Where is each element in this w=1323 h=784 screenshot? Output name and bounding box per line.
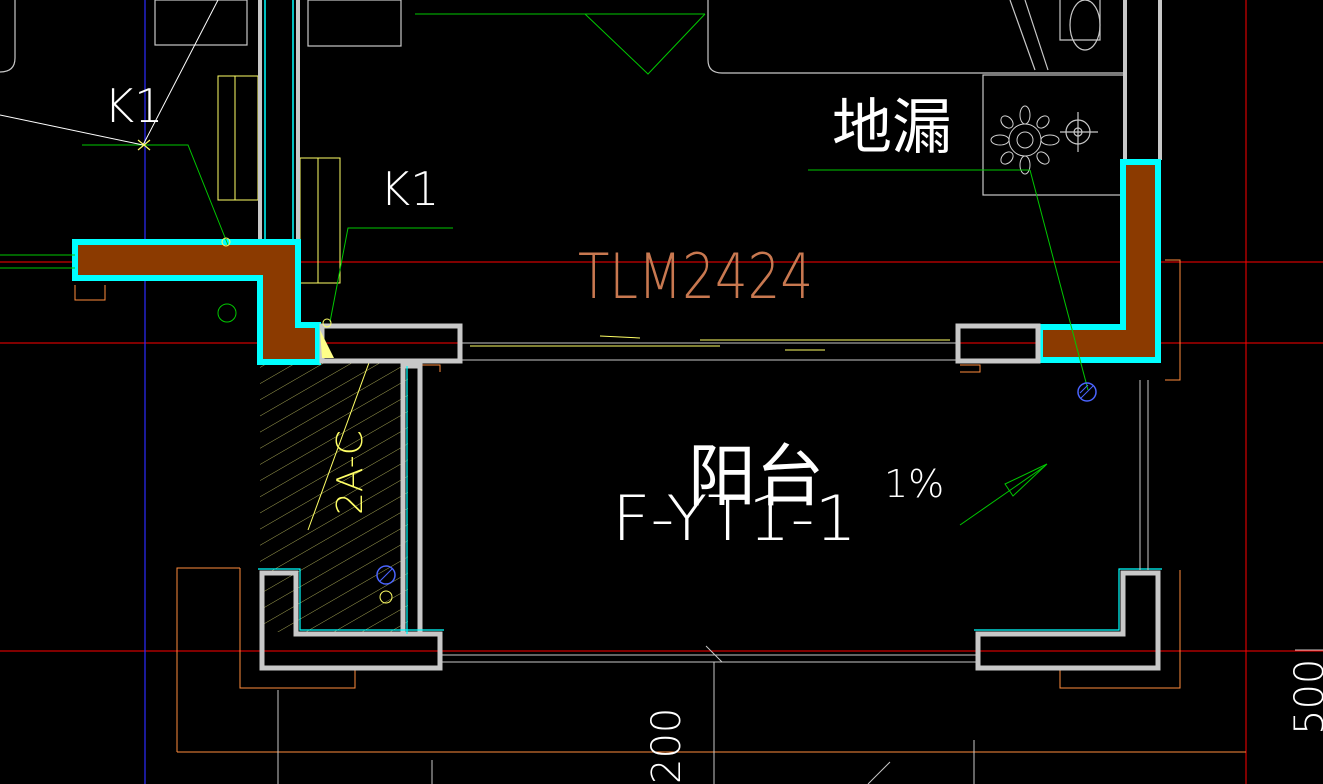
brown-wall-left [72, 239, 321, 365]
wall-lines-top-cyan [264, 0, 294, 240]
top-fixtures [0, 0, 1126, 196]
shaft-hatch [260, 362, 408, 632]
door-code-label: TLM2424 [578, 240, 813, 313]
sliding-door [442, 342, 1149, 663]
door-panels [470, 335, 950, 351]
slope-label: 1% [884, 462, 944, 506]
cross-marker-icon [137, 139, 151, 151]
dimension-label-bottom: 200 [644, 708, 690, 784]
slope-arrow-icon [1004, 463, 1048, 497]
shaft-diagonal [307, 359, 371, 531]
dimension-label-right: 500 [1287, 659, 1323, 735]
pipe-circle-small-icon [379, 590, 393, 604]
pipe-circle-yellow-icon-2 [322, 318, 332, 328]
bottom-ticks [277, 645, 1323, 784]
floor-drain-icon [990, 105, 1060, 175]
leader-lines [0, 13, 1089, 526]
drain-pipe-blue-icon-2 [376, 565, 396, 585]
wall-bottom-left [259, 570, 443, 671]
wall-bottom-right [975, 570, 1161, 671]
pipe-circle-green-icon [217, 303, 237, 323]
white-leaders [0, 0, 219, 146]
yellow-wedge [320, 330, 334, 358]
shaft-code-label: 2A-C [330, 430, 371, 515]
floor-drain-label: 地漏 [832, 93, 952, 163]
drain-pipe-blue-icon [1077, 382, 1097, 402]
slab-outlines [74, 259, 1246, 753]
room-code-label: F-YT1-1 [612, 482, 857, 555]
k1-label-left: K1 [104, 79, 163, 133]
pipe-circle-yellow-icon [221, 237, 231, 247]
wall-shaft-right [400, 363, 423, 637]
room-name-label: 阳台 [688, 438, 824, 517]
k1-label-right: K1 [380, 162, 439, 216]
